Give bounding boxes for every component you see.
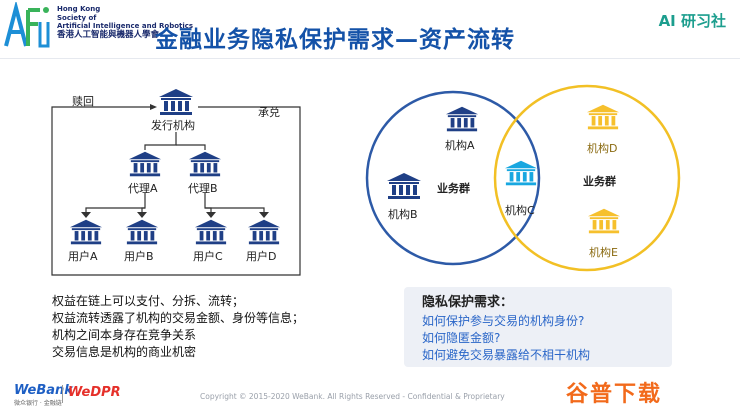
webank-logo: WeBank	[14, 383, 73, 398]
issuer-bank-icon	[158, 88, 194, 120]
privacy-item-1: 如何保护参与交易的机构身份?	[422, 314, 585, 328]
user-d-bank-icon	[247, 218, 281, 250]
inst-b-label: 机构B	[388, 208, 418, 221]
redeem-label: 赎回	[72, 95, 94, 108]
header-divider	[0, 58, 740, 59]
copyright-text: Copyright © 2015-2020 WeBank. All Rights…	[200, 392, 505, 401]
group-left-label: 业务群	[437, 182, 470, 195]
description-line-3: 机构之间本身存在竞争关系	[52, 328, 197, 342]
issuer-label: 发行机构	[151, 119, 195, 132]
user-a-bank-icon	[69, 218, 103, 250]
brand-logo: AI 研习社	[658, 12, 726, 30]
user-d-label: 用户D	[246, 250, 277, 263]
society-logo	[2, 0, 52, 50]
society-name: Hong Kong Society of Artificial Intellig…	[57, 5, 193, 39]
inst-c-label: 机构C	[505, 204, 535, 217]
society-name-cn: 香港人工智能與機器人學會	[57, 29, 160, 40]
user-c-bank-icon	[194, 218, 228, 250]
inst-a-bank-icon	[445, 104, 479, 138]
agent-b-bank-icon	[188, 150, 222, 182]
privacy-requirements-box	[404, 287, 672, 367]
inst-e-bank-icon	[587, 205, 621, 241]
group-right-label: 业务群	[583, 175, 616, 188]
cash-out-label: 承兑	[258, 106, 280, 119]
agent-b-label: 代理B	[188, 182, 218, 195]
society-name-line-3: Artificial Intelligence and Robotics	[57, 22, 194, 30]
society-name-line-1: Hong Kong	[57, 5, 101, 13]
privacy-title: 隐私保护需求：	[422, 295, 514, 310]
footer-separator	[62, 385, 63, 403]
user-b-label: 用户B	[124, 250, 154, 263]
inst-d-bank-icon	[586, 101, 620, 137]
agent-a-bank-icon	[128, 150, 162, 182]
privacy-item-3: 如何避免交易暴露给不相干机构	[422, 348, 591, 362]
inst-e-label: 机构E	[589, 246, 618, 259]
slide-title: 金融业务隐私保护需求—资产流转	[155, 27, 515, 53]
webank-subtitle: 微众银行 · 金融链	[14, 400, 62, 407]
description-line-2: 权益流转透露了机构的交易金额、身份等信息；	[52, 311, 305, 325]
inst-d-label: 机构D	[587, 142, 618, 155]
wedpr-logo: WeDPR	[68, 385, 121, 400]
inst-a-label: 机构A	[445, 139, 475, 152]
description-line-1: 权益在链上可以支付、分拆、流转；	[52, 294, 245, 308]
user-a-label: 用户A	[68, 250, 98, 263]
agent-a-label: 代理A	[128, 182, 158, 195]
user-b-bank-icon	[125, 218, 159, 250]
description-line-4: 交易信息是机构的商业机密	[52, 345, 197, 359]
inst-c-bank-icon	[504, 157, 538, 193]
inst-b-bank-icon	[386, 170, 422, 206]
society-name-line-2: Society of	[57, 13, 97, 22]
site-watermark: 谷普下载	[566, 382, 663, 407]
user-c-label: 用户C	[193, 250, 223, 263]
privacy-item-2: 如何隐匿金额?	[422, 331, 501, 345]
